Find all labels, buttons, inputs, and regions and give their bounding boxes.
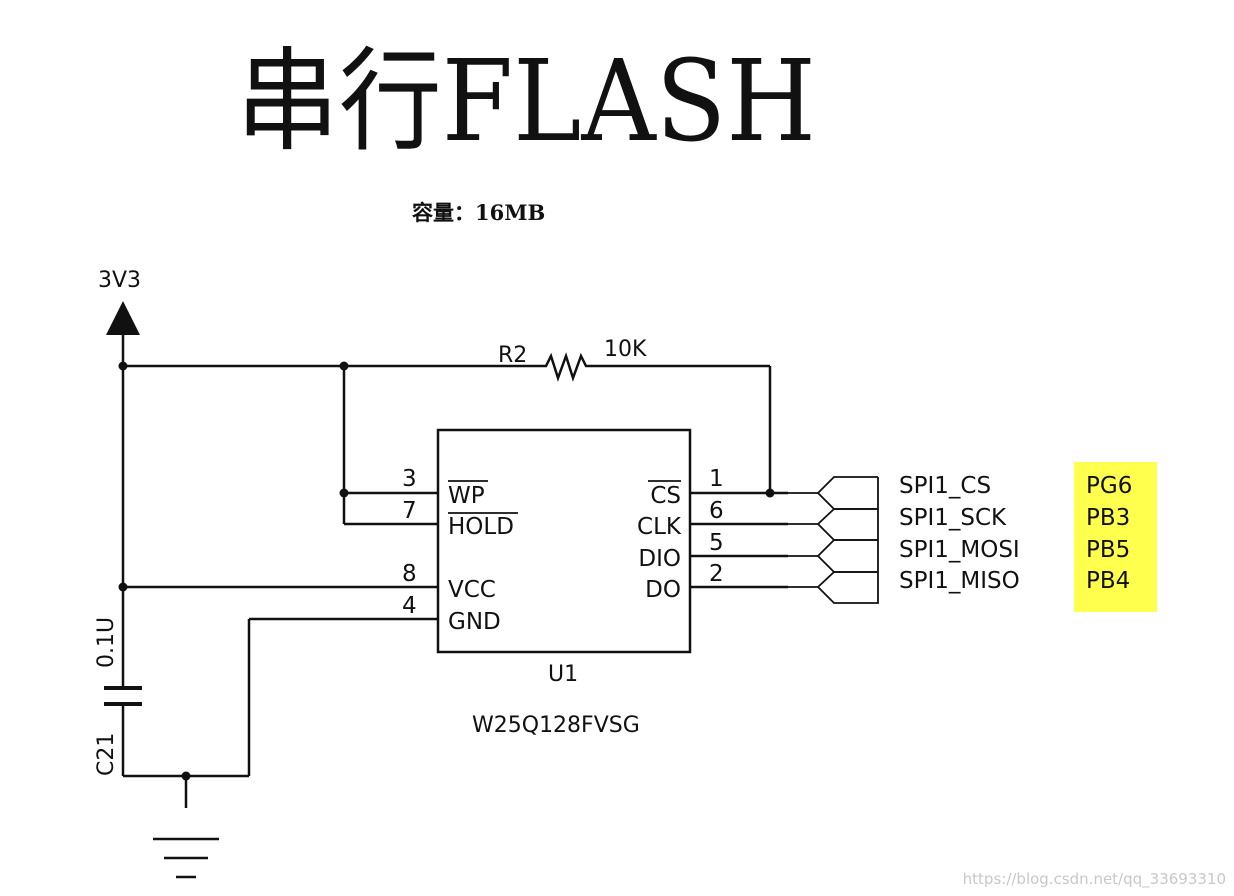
net-labels: SPI1_CS SPI1_SCK SPI1_MOSI SPI1_MISO (899, 473, 1020, 594)
resistor-r2-zigzag (540, 352, 592, 382)
mcu-port-labels: PG6 PB3 PB5 PB4 (1086, 473, 1132, 594)
chip-right-pins: 1 CS 6 CLK 5 DIO 2 DO (637, 466, 724, 603)
power-arrow-icon (106, 301, 140, 335)
chip-ref: U1 (548, 662, 578, 687)
net-name: SPI1_MISO (899, 568, 1020, 594)
net-name: SPI1_SCK (899, 505, 1007, 531)
mcu-port: PB4 (1086, 568, 1130, 594)
pin-number: 7 (402, 498, 417, 524)
power-label: 3V3 (98, 268, 141, 293)
pin-name-gnd: GND (448, 609, 501, 635)
pin-number: 8 (402, 561, 417, 587)
net-name: SPI1_MOSI (899, 537, 1020, 563)
pin-number: 3 (402, 466, 417, 492)
net-name: SPI1_CS (899, 473, 991, 499)
chip-left-pins: 3 WP 7 HOLD 8 VCC 4 GND (402, 466, 518, 635)
pin-name-wp: WP (448, 483, 485, 509)
pin-name-clk: CLK (637, 514, 682, 540)
power-3v3-symbol: 3V3 (98, 268, 141, 335)
mcu-port: PG6 (1086, 473, 1132, 499)
mcu-port: PB3 (1086, 505, 1130, 531)
pin-name-cs: CS (650, 483, 681, 509)
pin-number: 5 (709, 530, 724, 556)
resistor-ref: R2 (498, 343, 527, 368)
chip-part-number: W25Q128FVSG (472, 713, 640, 738)
chip-body (436, 428, 692, 654)
pin-number: 1 (709, 466, 724, 492)
pin-name-hold: HOLD (448, 514, 514, 540)
pin-number: 4 (402, 593, 417, 619)
watermark: https://blog.csdn.net/qq_33693310 (963, 870, 1226, 889)
page-title: 串行FLASH (236, 37, 816, 167)
net-port-connectors (788, 476, 879, 604)
pin-number: 2 (709, 561, 724, 587)
capacitor-value: 0.1U (94, 617, 119, 668)
junction-dots (118, 361, 775, 781)
pin-number: 6 (709, 498, 724, 524)
pin-name-dio: DIO (638, 546, 681, 572)
mcu-port: PB5 (1086, 537, 1130, 563)
resistor-value: 10K (604, 337, 647, 362)
pin-name-vcc: VCC (448, 577, 496, 603)
capacity-label: 容量：16MB (412, 200, 545, 225)
pin-name-do: DO (645, 577, 681, 603)
wires (104, 335, 788, 879)
capacitor-ref: C21 (94, 733, 119, 776)
port-highlight-box (1074, 462, 1157, 612)
